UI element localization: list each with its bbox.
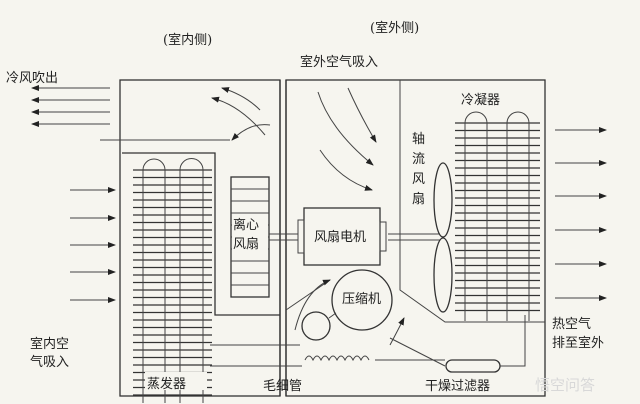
label-axial-fan-3: 风	[412, 172, 425, 187]
partition-wall	[279, 80, 287, 396]
coil-tube	[179, 158, 204, 403]
axial-fan-blades	[433, 162, 453, 313]
airflow-arrows-straight	[31, 85, 607, 303]
label-indoor-air-in-1: 室内空	[30, 336, 69, 352]
label-evaporator: 蒸发器	[147, 376, 186, 392]
label-outdoor-side: (室外侧)	[370, 20, 419, 36]
compressor	[301, 269, 393, 341]
label-centrifugal-fan-1: 离心	[233, 217, 259, 233]
label-fan-motor: 风扇电机	[314, 229, 366, 245]
coil-tube	[142, 158, 166, 403]
label-axial-fan-2: 流	[412, 152, 425, 167]
fan-motor	[297, 207, 387, 266]
label-hot-air-out-2: 排至室外	[552, 335, 604, 351]
dryer-filter	[445, 359, 501, 373]
label-centrifugal-fan-2: 风扇	[233, 236, 259, 252]
coil-tube	[464, 111, 488, 321]
airflow-arrows-curved	[211, 87, 405, 346]
label-indoor-air-in-2: 气吸入	[30, 354, 69, 370]
label-cold-air-out: 冷风吹出	[6, 71, 58, 86]
label-hot-air-out-1: 热空气	[552, 316, 591, 332]
label-condenser: 冷凝器	[461, 92, 500, 108]
label-indoor-side: (室内侧)	[163, 32, 212, 48]
condenser-coil	[455, 111, 540, 321]
label-axial-fan-1: 轴	[412, 132, 425, 147]
label-compressor: 压缩机	[342, 291, 381, 307]
watermark: 悟空问答	[535, 376, 595, 394]
label-outdoor-air-in: 室外空气吸入	[300, 54, 378, 70]
evaporator-coil	[133, 158, 212, 403]
label-capillary: 毛细管	[263, 379, 302, 394]
label-axial-fan-4: 扇	[412, 191, 425, 207]
coil-tube	[506, 111, 530, 321]
label-dryer-filter: 干燥过滤器	[425, 379, 490, 394]
capillary-tube	[304, 355, 370, 362]
